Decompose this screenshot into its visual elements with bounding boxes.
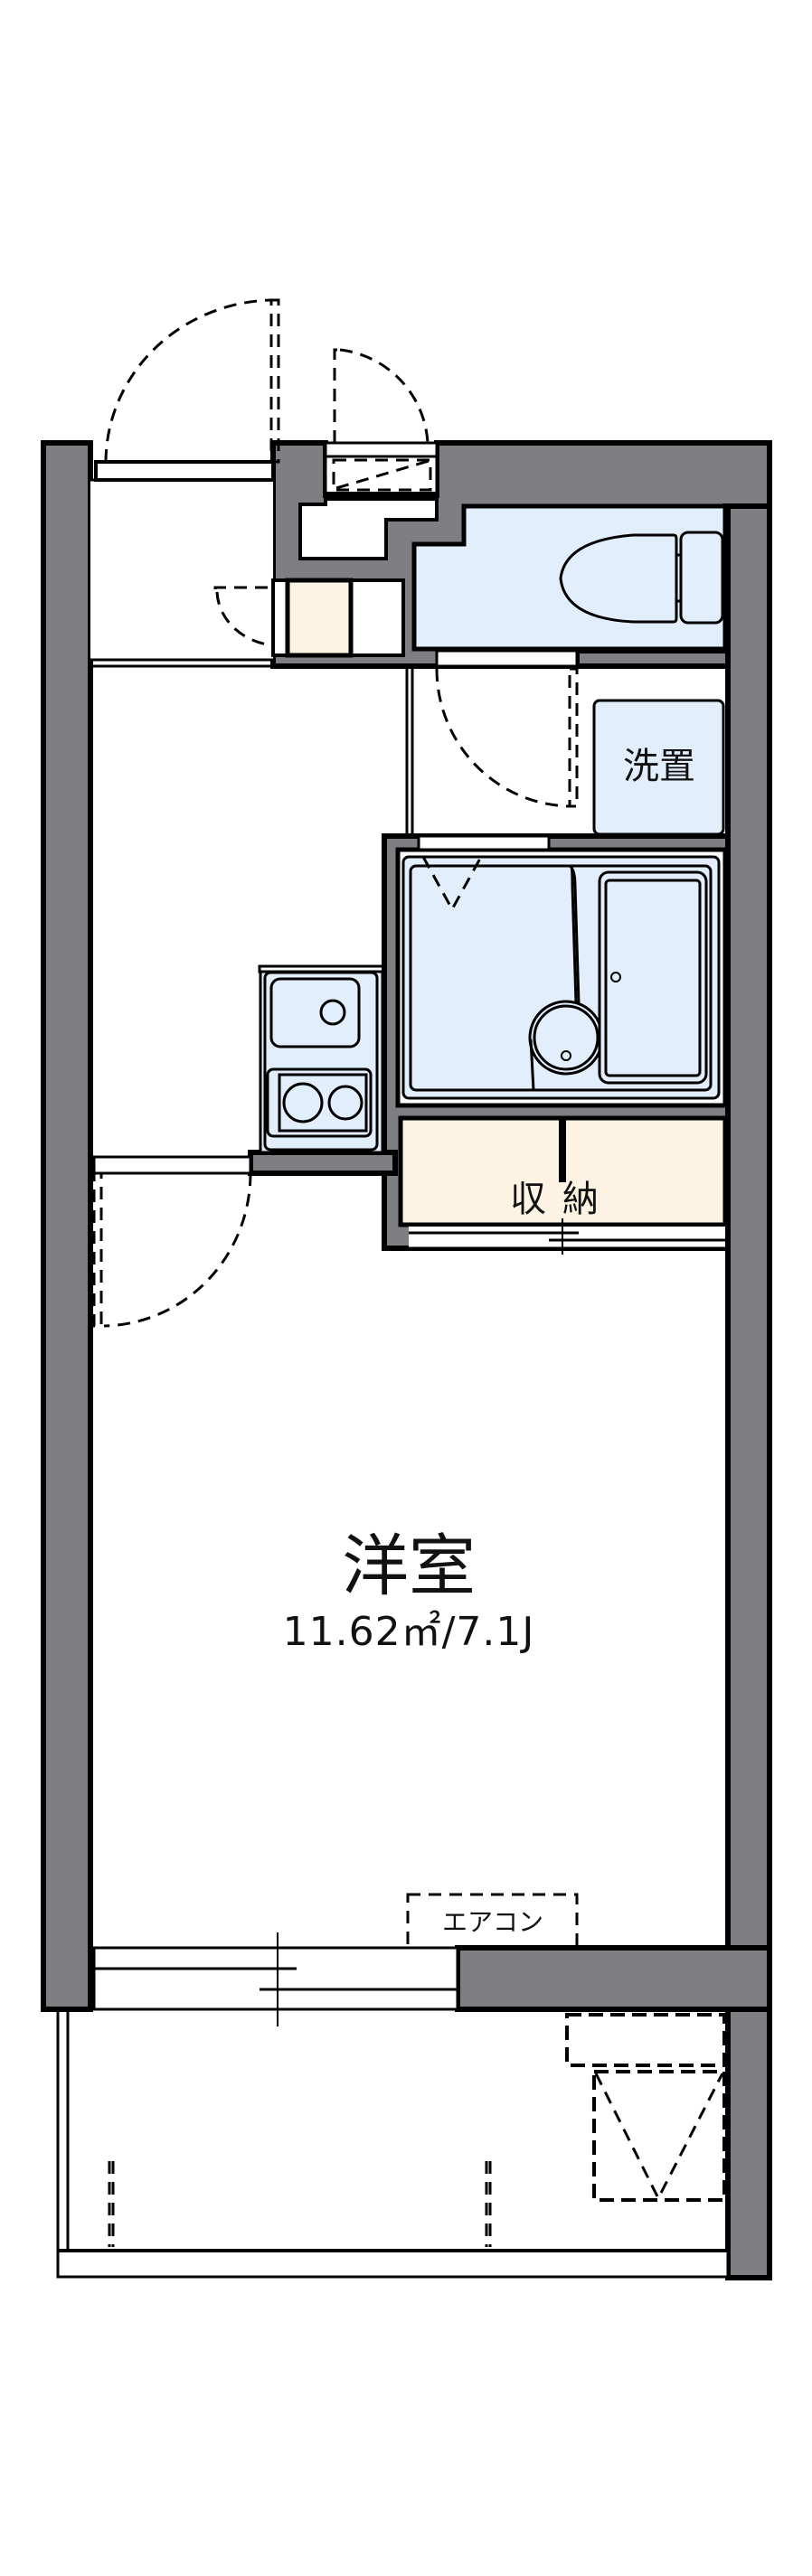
kitchen (258, 964, 386, 1154)
closet-sliding-doors[interactable] (409, 1218, 725, 1255)
closet (398, 1115, 728, 1227)
balcony-window[interactable] (92, 1932, 459, 2026)
window-side-wall (455, 1945, 772, 2012)
shoe-closet-door[interactable] (213, 586, 274, 647)
room-label: 洋室 (342, 1528, 476, 1605)
closet-label: 収納 (510, 1179, 615, 1220)
bathroom (395, 847, 728, 1108)
air-conditioner-label: エアコン (441, 1907, 544, 1937)
shoe-closet (271, 578, 405, 658)
washroom-top-wall (574, 648, 731, 669)
water-heater (592, 2070, 726, 2202)
washer-space-label: 洗置 (623, 746, 695, 787)
kitchen-wall (248, 1150, 398, 1176)
ac-outdoor-unit (565, 2013, 726, 2067)
washer-space (592, 699, 725, 836)
entrance-door[interactable] (94, 298, 280, 482)
left-exterior-wall (41, 440, 93, 2012)
room-area-label: 11.62㎡/7.1J (282, 1609, 535, 1655)
bathroom-door[interactable] (417, 834, 551, 913)
ac-indoor-unit (406, 1893, 579, 1950)
meter-box-door[interactable] (324, 348, 439, 499)
pipe-space (298, 497, 439, 560)
room-door[interactable] (92, 1155, 252, 1328)
balcony (56, 2007, 730, 2279)
toilet-door[interactable] (435, 649, 579, 808)
toilet-room (411, 503, 728, 652)
washroom-divider (405, 666, 414, 836)
entrance-area (90, 478, 273, 660)
entrance-step (90, 658, 273, 668)
